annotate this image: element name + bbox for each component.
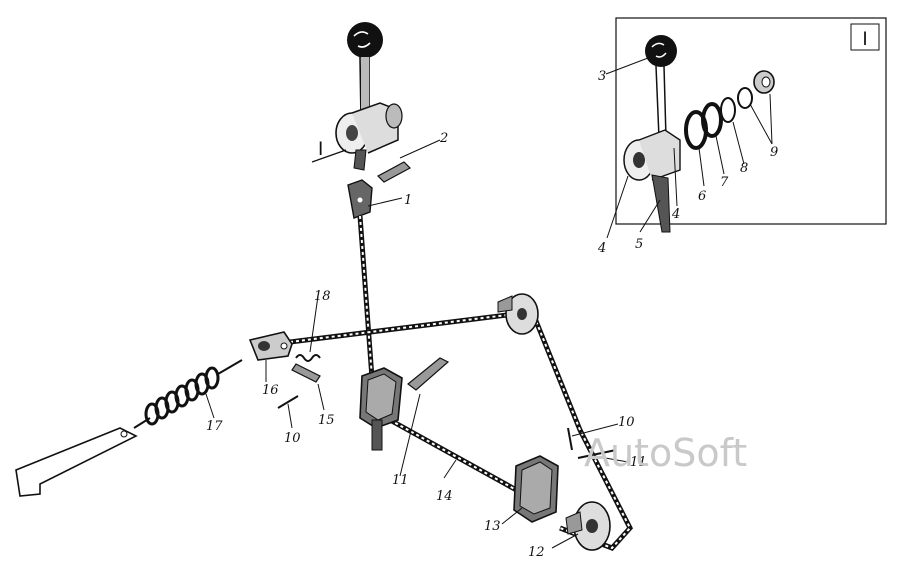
watermark-text: AutoSoft xyxy=(584,431,747,475)
part-label-8: 8 xyxy=(740,161,748,176)
part-label-14: 14 xyxy=(436,489,453,504)
part-label-4a: 4 xyxy=(597,241,606,256)
pin-11 xyxy=(407,357,450,391)
pin-15 xyxy=(291,363,321,383)
tension-spring-17 xyxy=(144,366,220,426)
mounting-bracket xyxy=(15,427,138,497)
clevis-16 xyxy=(248,331,293,361)
part-label-3: 3 xyxy=(598,69,606,84)
part-label-18: 18 xyxy=(314,289,331,304)
part-label-12: 12 xyxy=(528,545,545,560)
detail-view: I 3 4 4 5 xyxy=(597,17,887,256)
cotter-10 xyxy=(277,395,299,409)
detail-knob xyxy=(645,35,677,67)
lower-pulley: 12 xyxy=(528,501,611,560)
cable-vertical xyxy=(357,215,375,379)
cables xyxy=(289,215,634,551)
part-label-10b: 10 xyxy=(618,415,635,430)
lower-bracket: 10 11 13 xyxy=(484,415,647,534)
central-bracket: 11 xyxy=(359,357,450,488)
lever-knob xyxy=(347,22,383,58)
main-view-label: I xyxy=(318,139,323,160)
part-label-10a: 10 xyxy=(284,431,301,446)
detail-frame xyxy=(615,17,887,225)
upper-pulley xyxy=(497,293,539,335)
part-label-11b: 11 xyxy=(630,455,647,470)
detail-view-label: I xyxy=(862,29,867,50)
part-label-1: 1 xyxy=(404,193,412,208)
pin-2 xyxy=(377,161,411,183)
detail-sector xyxy=(651,174,671,233)
spring-18 xyxy=(295,354,321,362)
part-label-4b: 4 xyxy=(671,207,680,222)
part-label-7: 7 xyxy=(720,175,729,190)
part-label-11a: 11 xyxy=(392,473,409,488)
part-label-17: 17 xyxy=(206,419,223,434)
part-label-15: 15 xyxy=(318,413,335,428)
part-label-2: 2 xyxy=(439,131,448,146)
part-label-9: 9 xyxy=(770,145,778,160)
main-lever: I 2 1 xyxy=(311,22,448,219)
left-linkage: 18 15 10 16 17 xyxy=(15,289,335,497)
detail-view-box xyxy=(850,23,880,51)
part-label-13: 13 xyxy=(484,519,501,534)
part-label-5: 5 xyxy=(635,237,643,252)
detail-washer xyxy=(737,87,753,109)
part-label-6: 6 xyxy=(698,189,706,204)
part-label-16: 16 xyxy=(262,383,279,398)
